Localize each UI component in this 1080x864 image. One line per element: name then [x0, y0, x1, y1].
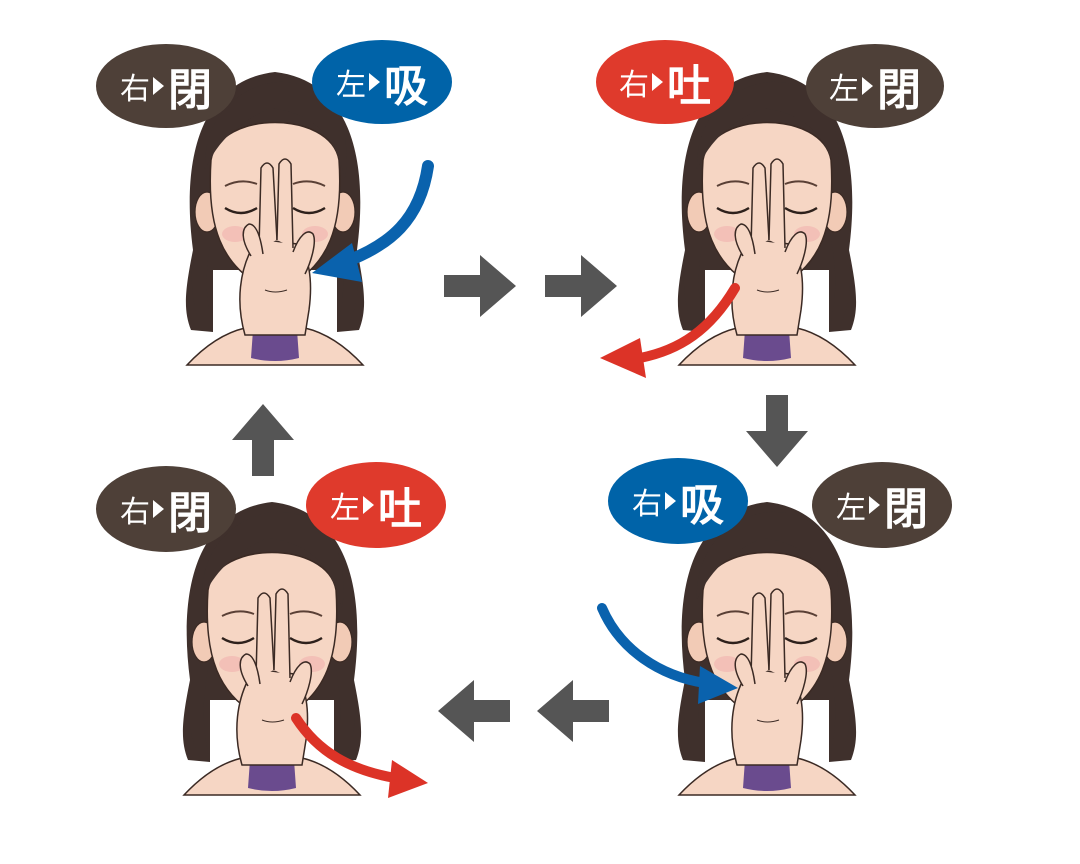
flow-arrow-left-1 — [537, 680, 609, 742]
arrow-left-icon — [537, 680, 609, 742]
badge-action-label: 閉 — [884, 484, 928, 535]
play-triangle-icon — [369, 73, 380, 91]
play-triangle-icon — [869, 496, 880, 514]
badge-step3-right-inhale: 右 吸 — [608, 458, 748, 544]
badge-step3-left-close: 左 閉 — [812, 462, 952, 548]
badge-side-label: 右 — [619, 68, 649, 103]
arrow-down-icon — [746, 395, 808, 467]
flow-arrow-up — [232, 404, 294, 476]
badge-step1-left-inhale: 左 吸 — [312, 40, 452, 124]
badge-side-label: 左 — [829, 72, 859, 107]
arrow-left-icon — [438, 680, 510, 742]
play-triangle-icon — [363, 496, 374, 514]
play-triangle-icon — [652, 73, 663, 91]
face-step3 — [676, 500, 858, 797]
airflow-arrow-step2-exhale — [600, 283, 740, 378]
badge-step1-right-close: 右 閉 — [96, 44, 236, 128]
badge-action-label: 閉 — [877, 65, 921, 116]
badge-action-label: 閉 — [168, 65, 212, 116]
badge-action-label: 吐 — [667, 61, 711, 112]
play-triangle-icon — [862, 77, 873, 95]
badge-side-label: 左 — [836, 491, 866, 526]
airflow-arrow-step4-exhale — [291, 713, 428, 798]
badge-step4-left-exhale: 左 吐 — [306, 462, 446, 548]
flow-arrow-right-2 — [545, 255, 617, 317]
play-triangle-icon — [153, 500, 164, 518]
play-triangle-icon — [153, 77, 164, 95]
arrow-right-icon — [545, 255, 617, 317]
badge-action-label: 吐 — [378, 484, 422, 535]
badge-side-label: 右 — [120, 72, 150, 107]
arrow-right-icon — [444, 255, 516, 317]
flow-arrow-right-1 — [444, 255, 516, 317]
flow-arrow-down — [746, 395, 808, 467]
badge-action-label: 吸 — [384, 61, 428, 112]
badge-step2-right-exhale: 右 吐 — [596, 40, 734, 124]
badge-side-label: 左 — [330, 491, 360, 526]
badge-step2-left-close: 左 閉 — [806, 44, 944, 128]
badge-action-label: 吸 — [680, 480, 724, 531]
badge-step4-right-close: 右 閉 — [96, 466, 236, 552]
flow-arrow-left-2 — [438, 680, 510, 742]
arrow-up-icon — [232, 404, 294, 476]
airflow-arrow-step1-inhale — [312, 160, 434, 282]
play-triangle-icon — [665, 492, 676, 510]
badge-side-label: 右 — [120, 495, 150, 530]
badge-side-label: 右 — [632, 487, 662, 522]
badge-side-label: 左 — [336, 68, 366, 103]
airflow-arrow-step3-inhale — [597, 603, 738, 704]
badge-action-label: 閉 — [168, 488, 212, 539]
